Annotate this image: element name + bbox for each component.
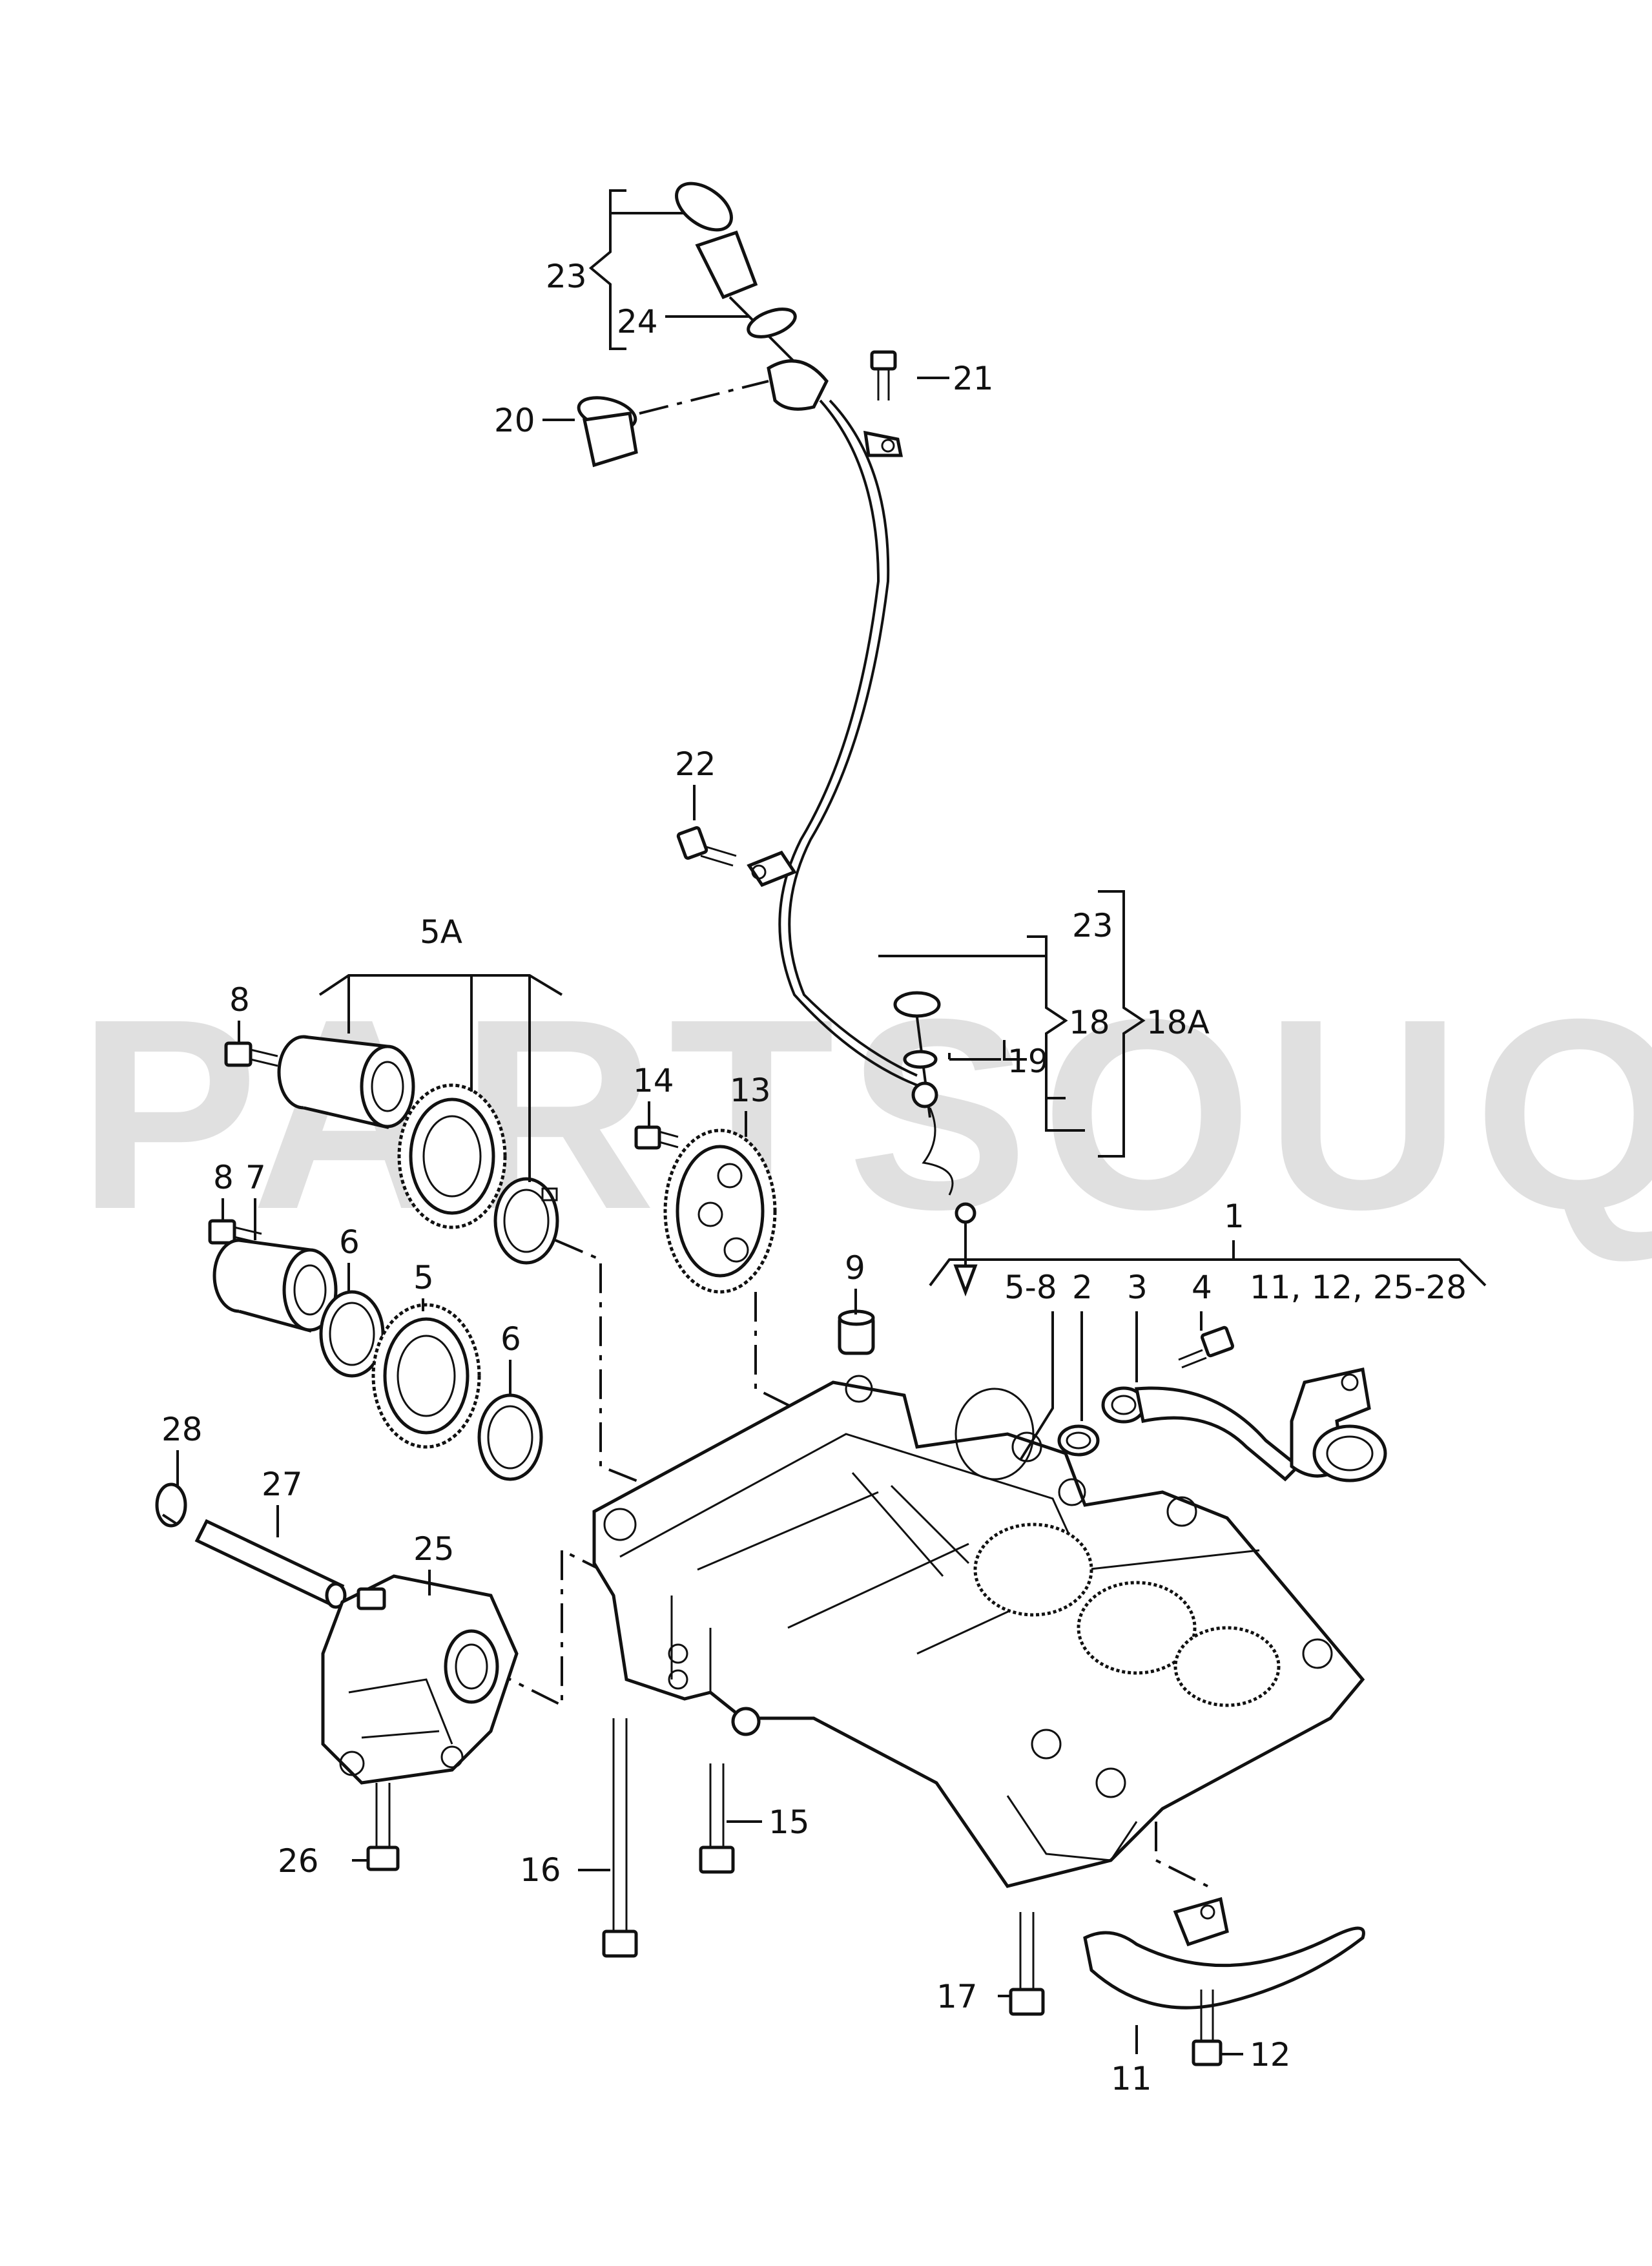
callout-5-8: 5-8 <box>1004 1269 1057 1306</box>
oil-pump-housing <box>592 1375 1365 1888</box>
intake-pipe-3 <box>1101 1367 1387 1482</box>
pickup-pipe-11 <box>1083 1822 1365 2010</box>
callout-labels: 23 24 21 20 22 23 18 18A 19 5A 8 14 13 8… <box>161 258 1467 2097</box>
bolt-16 <box>602 1718 638 1958</box>
callout-13: 13 <box>730 1072 771 1109</box>
callout-19: 19 <box>1007 1043 1049 1080</box>
oil-pump-25 <box>321 1574 519 1785</box>
callout-14: 14 <box>633 1062 674 1099</box>
bolt-21 <box>870 350 897 400</box>
callout-4: 4 <box>1192 1269 1212 1306</box>
gear-5A-upper <box>397 1083 507 1229</box>
callout-2: 2 <box>1072 1269 1093 1306</box>
callout-21: 21 <box>953 360 994 397</box>
callout-8-low: 8 <box>213 1159 234 1196</box>
seal-2 <box>1057 1424 1100 1457</box>
callout-28: 28 <box>161 1411 203 1448</box>
dash-line-gears <box>555 1239 666 1493</box>
gear-13 <box>663 1128 777 1294</box>
bushing-upper <box>277 1035 415 1129</box>
circlip-28 <box>155 1482 187 1528</box>
callout-26: 26 <box>278 1842 319 1880</box>
leader-lines <box>176 189 1487 2055</box>
callout-16: 16 <box>520 1851 561 1889</box>
callout-15: 15 <box>769 1803 810 1841</box>
gear-5 <box>371 1303 481 1449</box>
shaft-27 <box>194 1519 347 1609</box>
bolt-17 <box>1009 1912 1045 2016</box>
callout-18A: 18A <box>1146 1004 1210 1041</box>
callout-17: 17 <box>936 1978 978 2015</box>
bolt-4 <box>1178 1325 1234 1369</box>
ring-6-left <box>319 1290 385 1378</box>
bushing-7 <box>212 1238 338 1333</box>
dipstick-assembly <box>675 182 978 1297</box>
callout-5A: 5A <box>420 913 462 951</box>
callout-11-group: 11, 12, 25-28 <box>1250 1269 1467 1306</box>
callout-5: 5 <box>413 1259 434 1296</box>
bolt-15 <box>699 1763 735 1874</box>
callout-3: 3 <box>1127 1269 1148 1306</box>
dash-line-pump <box>484 1548 621 1708</box>
ring-6-right <box>477 1393 543 1481</box>
callout-6-right: 6 <box>501 1320 521 1358</box>
callout-22: 22 <box>675 745 716 783</box>
dowel-9 <box>838 1309 875 1355</box>
callout-1: 1 <box>1224 1198 1244 1235</box>
ring-upper <box>493 1177 559 1265</box>
bolt-26 <box>366 1783 400 1871</box>
callout-23-right: 23 <box>1072 907 1113 944</box>
callout-12: 12 <box>1250 2036 1291 2074</box>
callout-8-top: 8 <box>229 981 250 1019</box>
callout-7: 7 <box>245 1159 266 1196</box>
callout-25: 25 <box>413 1530 455 1568</box>
callout-9: 9 <box>845 1249 865 1287</box>
dash-line-gear13 <box>754 1292 795 1409</box>
plug-20 <box>577 380 769 468</box>
callout-11: 11 <box>1111 2060 1152 2097</box>
callout-23-top: 23 <box>546 258 587 295</box>
callout-6-left: 6 <box>339 1223 360 1261</box>
watermark: PARTSOUQ.COM <box>77 963 1652 1266</box>
bolt-22 <box>676 826 737 867</box>
callout-18: 18 <box>1069 1004 1110 1041</box>
callout-24: 24 <box>617 303 658 340</box>
callout-20: 20 <box>494 402 535 439</box>
callout-27: 27 <box>262 1466 303 1503</box>
